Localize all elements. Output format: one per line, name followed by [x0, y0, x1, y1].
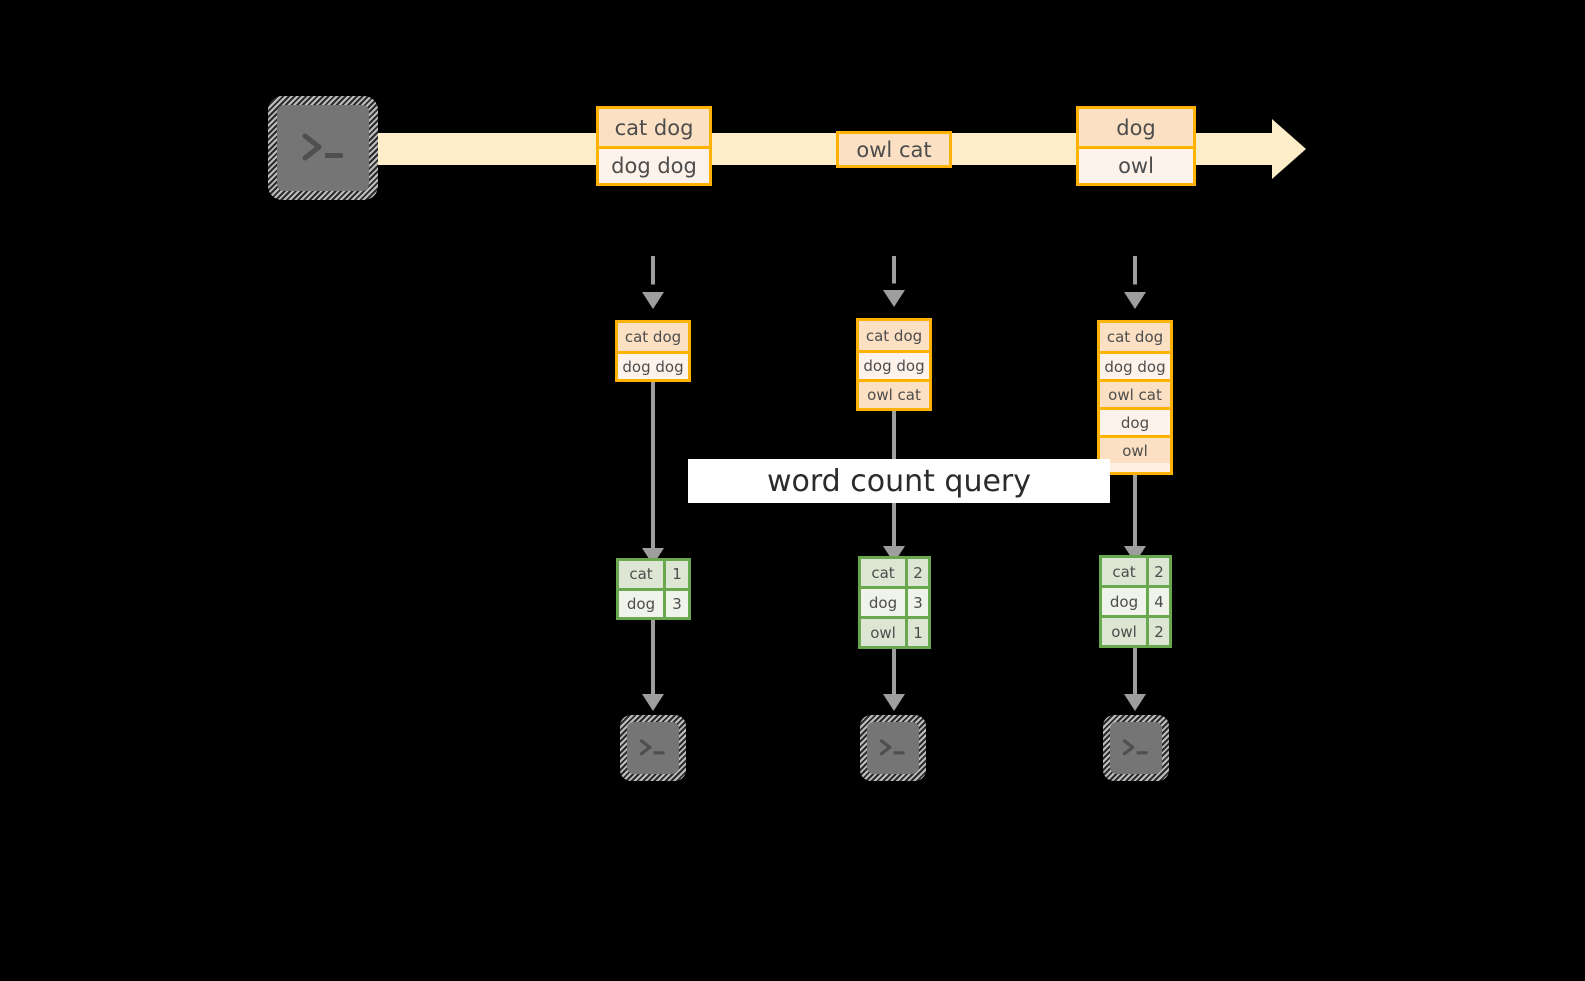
terminal-screen	[277, 105, 369, 191]
record-line: owl cat	[839, 134, 949, 165]
stream-to-snapshot-arrowhead	[883, 290, 905, 307]
query-label: word count query	[688, 459, 1110, 503]
stream-to-snapshot-arrowhead	[642, 292, 664, 309]
result-row: owl 2	[1102, 615, 1169, 645]
result-row: cat 2	[861, 559, 928, 586]
result-count: 3	[905, 589, 928, 616]
result-to-sink-arrowhead	[883, 694, 905, 711]
snapshot-line: cat dog	[1100, 323, 1170, 351]
terminal-prompt-icon	[867, 722, 919, 774]
stream-to-snapshot-connector	[892, 256, 896, 300]
result-to-sink-connector	[1133, 648, 1137, 698]
terminal-prompt-icon	[1110, 722, 1162, 774]
result-row: dog 4	[1102, 585, 1169, 615]
stream-to-snapshot-connector	[651, 256, 655, 302]
terminal-prompt-icon	[277, 105, 369, 191]
snapshot-line: cat dog	[859, 321, 929, 350]
record-line: cat dog	[599, 109, 709, 146]
snapshot-line: owl	[1100, 435, 1170, 463]
stream-to-snapshot-arrowhead	[1124, 292, 1146, 309]
result-word: dog	[1102, 588, 1146, 615]
result-word: cat	[861, 559, 905, 586]
stream-arrowhead	[1272, 119, 1306, 179]
result-count: 4	[1146, 588, 1169, 615]
snapshot-line: owl cat	[1100, 379, 1170, 407]
result-row: cat 2	[1102, 558, 1169, 585]
result-table-snapshot-1[interactable]: cat 1 dog 3	[616, 558, 691, 620]
result-row: dog 3	[619, 587, 688, 617]
record-line: owl	[1079, 146, 1193, 183]
result-word: owl	[1102, 618, 1146, 645]
result-table-snapshot-2[interactable]: cat 2 dog 3 owl 1	[858, 556, 931, 649]
stream-record-batch-1[interactable]: cat dog dog dog	[596, 106, 712, 186]
snapshot-line: owl cat	[859, 379, 929, 408]
sink-terminal-snapshot-3[interactable]	[1103, 715, 1169, 781]
snapshot-table-snapshot-1[interactable]: cat dog dog dog	[615, 320, 691, 382]
terminal-prompt-icon	[627, 722, 679, 774]
snapshot-line: dog dog	[859, 350, 929, 379]
result-word: owl	[861, 619, 905, 646]
snapshot-table-snapshot-2[interactable]: cat dog dog dog owl cat	[856, 318, 932, 411]
result-to-sink-arrowhead	[642, 694, 664, 711]
snapshot-to-result-connector	[1133, 475, 1137, 552]
result-row: dog 3	[861, 586, 928, 616]
snapshot-line: dog	[1100, 407, 1170, 435]
stream-to-snapshot-connector	[1133, 256, 1137, 302]
result-word: cat	[1102, 558, 1146, 585]
result-count: 2	[905, 559, 928, 586]
result-word: cat	[619, 561, 663, 588]
result-count: 3	[663, 590, 688, 617]
result-count: 2	[1146, 558, 1169, 585]
result-count: 1	[905, 619, 928, 646]
snapshot-table-snapshot-3[interactable]: cat dog dog dog owl cat dog owl	[1097, 320, 1173, 475]
record-line: dog	[1079, 109, 1193, 146]
snapshot-line: cat dog	[618, 323, 688, 351]
result-count: 2	[1146, 618, 1169, 645]
result-to-sink-arrowhead	[1124, 694, 1146, 711]
result-table-snapshot-3[interactable]: cat 2 dog 4 owl 2	[1099, 555, 1172, 648]
snapshot-to-result-connector	[651, 382, 655, 554]
sink-terminal-snapshot-1[interactable]	[620, 715, 686, 781]
snapshot-line: dog dog	[618, 351, 688, 379]
terminal-screen	[867, 722, 919, 774]
sink-terminal-snapshot-2[interactable]	[860, 715, 926, 781]
result-row: cat 1	[619, 561, 688, 588]
result-to-sink-connector	[651, 620, 655, 698]
stream-record-batch-3[interactable]: dog owl	[1076, 106, 1196, 186]
result-word: dog	[861, 589, 905, 616]
terminal-screen	[627, 722, 679, 774]
stream-record-batch-2[interactable]: owl cat	[836, 131, 952, 168]
terminal-screen	[1110, 722, 1162, 774]
source-terminal[interactable]	[268, 96, 378, 200]
result-count: 1	[663, 561, 688, 588]
record-line: dog dog	[599, 146, 709, 183]
result-row: owl 1	[861, 616, 928, 646]
result-to-sink-connector	[892, 649, 896, 698]
result-word: dog	[619, 590, 663, 617]
snapshot-line: dog dog	[1100, 351, 1170, 379]
